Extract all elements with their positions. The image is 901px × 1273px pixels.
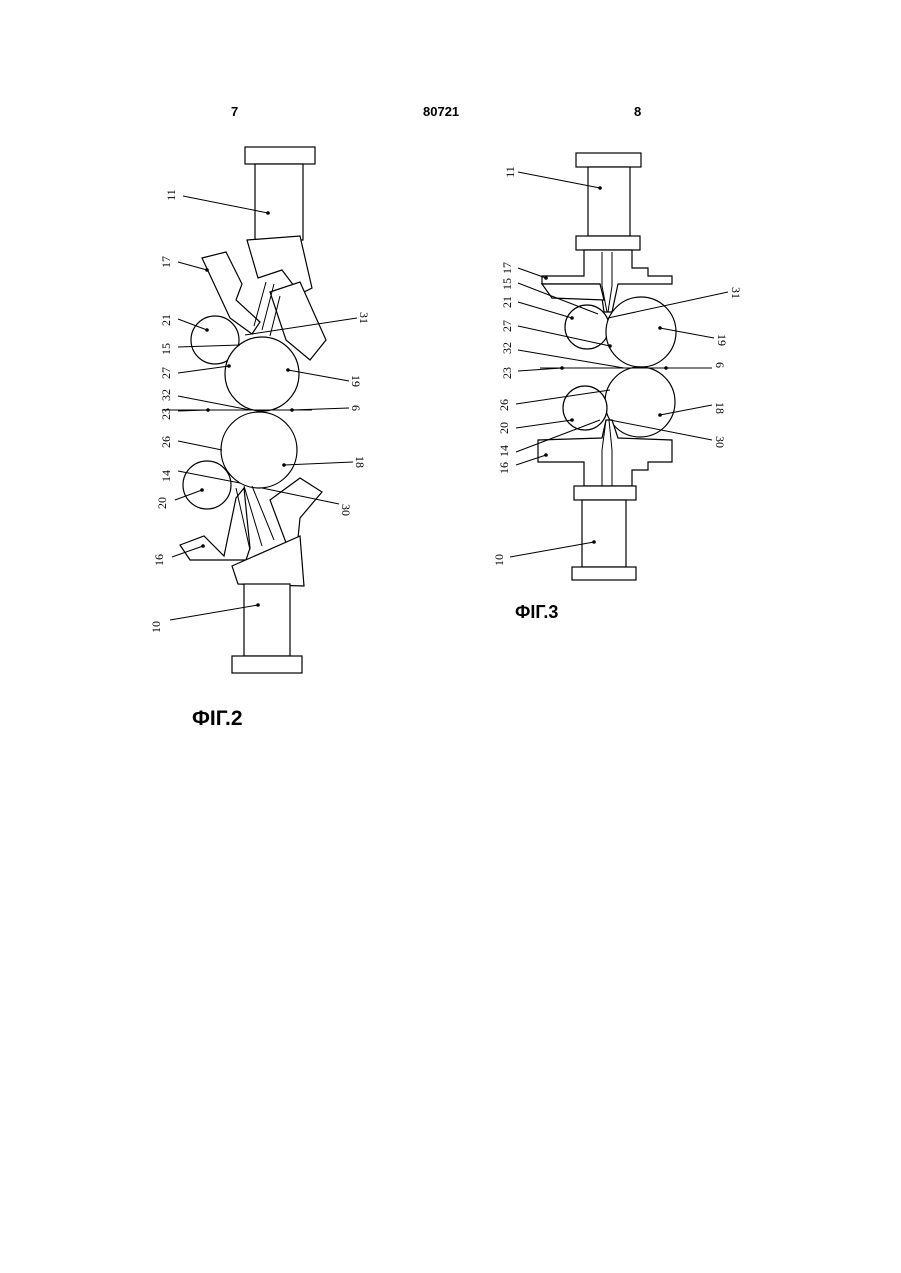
fig2-label: 23 — [159, 408, 173, 420]
figure-2-drawing: 11 17 21 15 27 32 23 26 14 20 16 10 31 1… — [149, 147, 371, 673]
fig2-label: 16 — [152, 554, 166, 566]
fig2-label: 15 — [159, 343, 173, 355]
fig3-label: 31 — [729, 287, 743, 299]
fig3-label: 17 — [500, 262, 514, 274]
fig2-label: 11 — [164, 189, 178, 201]
fig2-top-cylinder — [255, 164, 303, 240]
fig2-roll-18 — [221, 412, 297, 488]
fig3-label: 30 — [713, 436, 727, 448]
fig3-label: 18 — [713, 402, 727, 414]
fig3-roll-18 — [605, 367, 675, 437]
fig2-label: 27 — [159, 367, 173, 379]
fig2-bottom-cylinder-cap — [232, 656, 302, 673]
fig2-label: 10 — [149, 621, 163, 633]
fig3-label: 19 — [715, 334, 729, 346]
fig2-label: 21 — [159, 314, 173, 326]
fig3-bottom-cylinder-cap — [572, 567, 636, 580]
fig3-label: 10 — [492, 554, 506, 566]
fig3-roll-21 — [565, 305, 609, 349]
fig3-roll-20 — [563, 386, 607, 430]
fig3-label: 32 — [500, 342, 514, 354]
figure-3-caption: ФІГ.3 — [515, 602, 558, 623]
fig3-upper-die-left — [542, 284, 604, 300]
fig3-label: 6 — [713, 362, 727, 368]
fig2-label: 26 — [159, 436, 173, 448]
fig3-bottom-cylinder — [582, 500, 626, 567]
figure-3-drawing: 11 17 15 21 27 32 23 26 20 14 16 10 31 1… — [492, 153, 743, 580]
fig3-label: 11 — [503, 166, 517, 178]
fig3-label: 15 — [500, 278, 514, 290]
fig3-top-cylinder-cap — [576, 153, 641, 167]
fig3-label: 21 — [500, 296, 514, 308]
fig2-label: 18 — [353, 456, 367, 468]
fig3-top-flange — [576, 236, 640, 250]
fig2-label: 30 — [339, 504, 353, 516]
fig2-label: 6 — [349, 405, 363, 411]
fig3-label: 16 — [497, 462, 511, 474]
fig3-top-cylinder — [588, 167, 630, 236]
fig2-label: 31 — [357, 312, 371, 324]
fig2-roll-19 — [225, 337, 299, 411]
fig2-upper-holder — [247, 236, 312, 294]
fig2-label: 32 — [159, 389, 173, 401]
fig3-label: 27 — [500, 320, 514, 332]
fig2-label: 19 — [349, 375, 363, 387]
fig2-bottom-cylinder — [244, 584, 290, 656]
fig2-label: 14 — [159, 470, 173, 482]
fig3-label: 14 — [497, 445, 511, 457]
fig2-top-cylinder-cap — [245, 147, 315, 164]
fig3-label: 23 — [500, 367, 514, 379]
fig2-label: 17 — [159, 256, 173, 268]
fig3-bottom-flange — [574, 486, 636, 500]
fig3-label: 26 — [497, 399, 511, 411]
fig2-label: 20 — [155, 497, 169, 509]
fig2-roll-20 — [183, 461, 231, 509]
fig3-roll-19 — [606, 297, 676, 367]
figure-2-caption: ФІГ.2 — [192, 707, 243, 731]
fig3-label: 20 — [497, 422, 511, 434]
